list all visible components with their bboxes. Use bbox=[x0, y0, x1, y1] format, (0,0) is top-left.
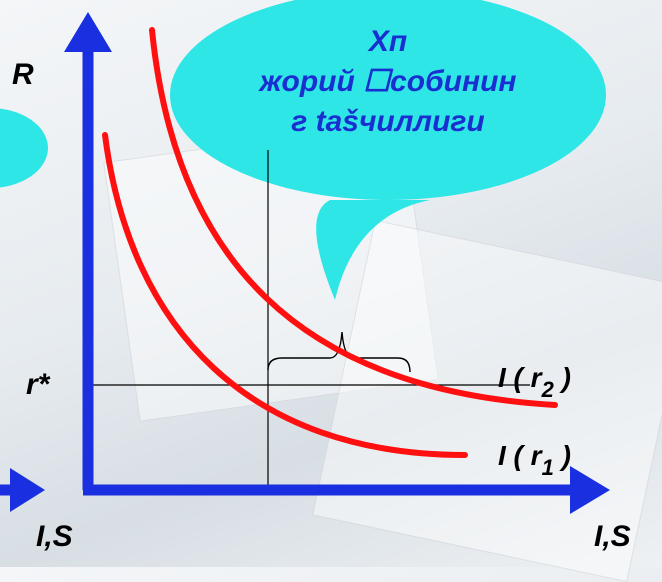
curve-i-r1 bbox=[102, 132, 468, 458]
r-star-label: r* bbox=[26, 368, 50, 401]
curve-i-r2-label-end: ) bbox=[553, 362, 571, 393]
left-axis-arrowhead bbox=[10, 468, 45, 512]
callout-line-3: г tašчиллиги bbox=[291, 105, 485, 138]
curve-i-r2-label-main: I ( r bbox=[498, 362, 542, 393]
x-axis-label-left: I,S bbox=[36, 520, 73, 553]
x-axis-label-right: I,S bbox=[594, 520, 631, 553]
curve-i-r1-label: I ( r1 ) bbox=[498, 440, 571, 480]
left-bubble bbox=[0, 108, 48, 188]
x-axis-arrowhead bbox=[570, 466, 610, 514]
callout-line-2: жорий ☐собинин bbox=[259, 65, 517, 98]
y-axis-arrowhead bbox=[64, 12, 112, 52]
curly-brace bbox=[267, 331, 411, 373]
curve-i-r2-label-sub: 2 bbox=[541, 377, 554, 402]
diagram-svg bbox=[0, 0, 610, 514]
callout-text: Хп жорий ☐собинин г tašчиллиги bbox=[238, 22, 538, 142]
curve-i-r2 bbox=[149, 27, 558, 408]
callout-line-1: Хп bbox=[368, 25, 408, 58]
callout-bubble-body bbox=[170, 0, 606, 200]
y-axis-label: R bbox=[12, 58, 34, 91]
curve-i-r1-label-main: I ( r bbox=[498, 440, 542, 471]
callout-bubble bbox=[316, 200, 430, 300]
curve-i-r1-label-end: ) bbox=[553, 440, 571, 471]
curve-i-r2-label: I ( r2 ) bbox=[498, 362, 571, 402]
curve-i-r1-label-sub: 1 bbox=[541, 455, 554, 480]
